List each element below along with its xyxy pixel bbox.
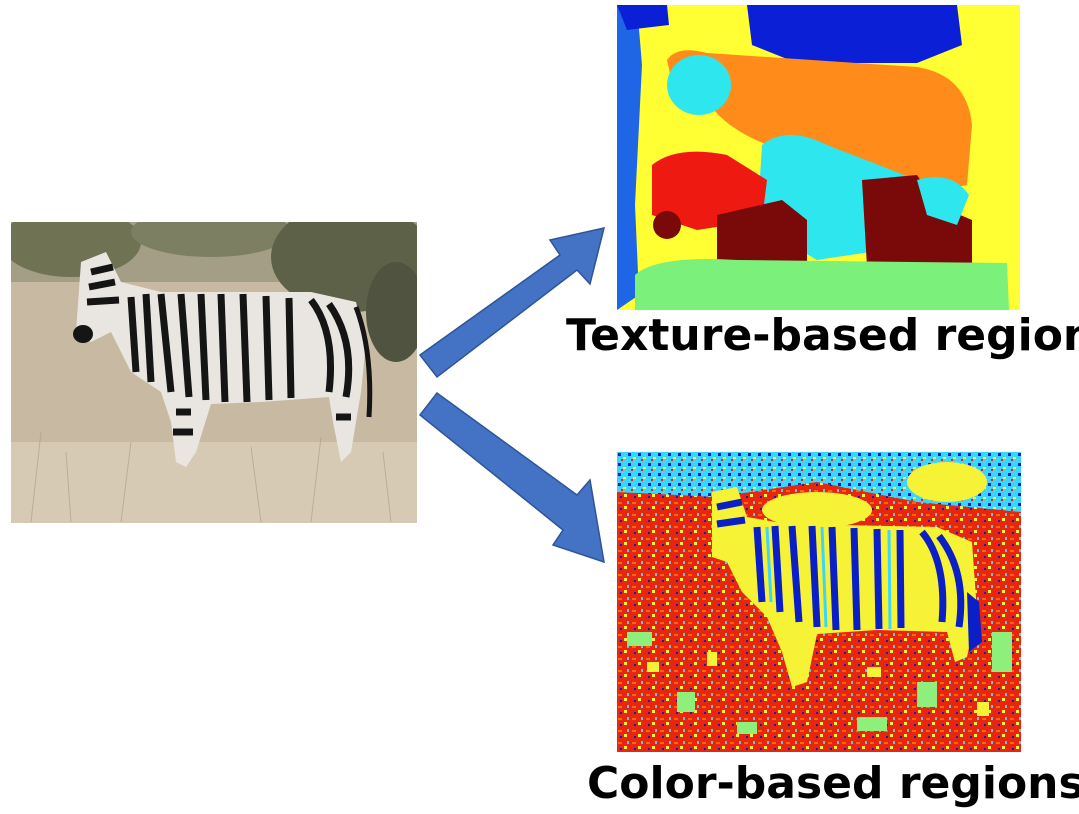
arrow-to-color-icon xyxy=(420,393,604,562)
color-caption: Color-based regions xyxy=(587,758,1079,809)
zebra-photo xyxy=(11,222,417,523)
texture-segmentation-map xyxy=(617,5,1020,310)
color-segmentation-map xyxy=(617,452,1021,752)
texture-caption: Texture-based regions xyxy=(566,310,1079,361)
texture-map-image xyxy=(617,5,1020,310)
zebra-photo-image xyxy=(11,222,417,523)
color-map-image xyxy=(617,452,1021,752)
